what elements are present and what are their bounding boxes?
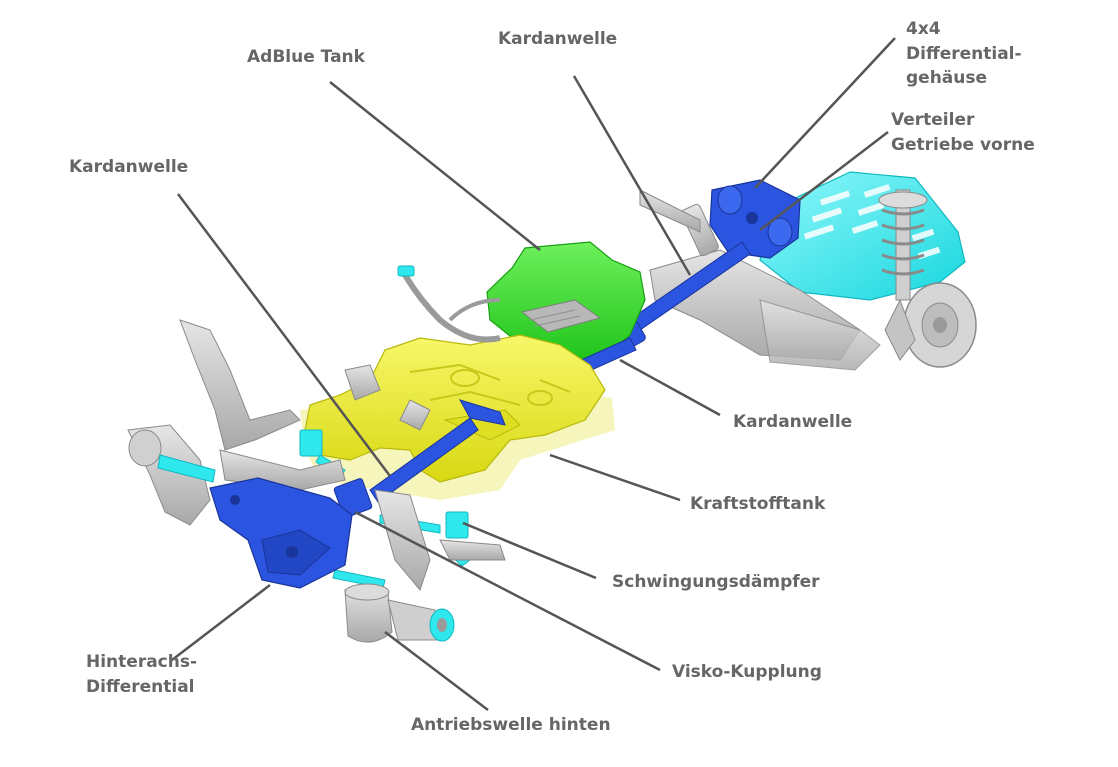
label-hinterachs-differential: Hinterachs- Differential (86, 650, 197, 699)
leader-schwingung (462, 521, 597, 580)
front-differential-housing (709, 179, 801, 259)
rear-subframe (179, 319, 506, 592)
leader-visko (354, 510, 661, 672)
label-verteiler-line2: Getriebe vorne (891, 134, 1035, 155)
rear-right-knuckle (344, 583, 455, 643)
leader-adblue (329, 81, 541, 251)
fuel-filler-pipe (402, 273, 501, 343)
leader-kraftstoff (549, 453, 681, 502)
leader-kardan-top (572, 75, 692, 276)
label-kardanwelle-right: Kardanwelle (733, 412, 853, 432)
label-kardanwelle-left: Kardanwelle (69, 157, 189, 177)
rear-left-knuckle (127, 424, 216, 526)
label-schwingungsdaempfer: Schwingungsdämpfer (612, 572, 820, 592)
leader-4x4-diff (754, 37, 896, 189)
leader-kardan-left (177, 193, 391, 477)
label-antriebswelle-hinten: Antriebswelle hinten (411, 715, 611, 735)
label-4x4-differential: 4x4 Differential- gehäuse (906, 17, 1022, 91)
label-verteiler-getriebe: Verteiler Getriebe vorne (891, 108, 1035, 157)
label-4x4-line1: 4x4 (906, 19, 941, 39)
label-verteiler-line1: Verteiler (891, 110, 975, 130)
label-hinterachs-line2: Differential (86, 676, 195, 697)
leader-antrieb (384, 631, 489, 711)
label-4x4-line2: Differential- (906, 43, 1022, 64)
label-kardanwelle-top: Kardanwelle (498, 29, 618, 49)
filler-cap (397, 265, 415, 277)
label-kraftstofftank: Kraftstofftank (690, 494, 826, 514)
leader-hinterachs (171, 584, 271, 661)
rear-differential (209, 477, 353, 589)
rear-propshaft (333, 399, 506, 518)
front-strut-spring (878, 189, 928, 301)
label-visko-kupplung: Visko-Kupplung (672, 662, 822, 682)
leader-verteiler (759, 131, 889, 231)
adblue-tank (486, 241, 646, 363)
label-4x4-line3: gehäuse (906, 68, 988, 89)
label-hinterachs-line1: Hinterachs- (86, 652, 198, 672)
label-adblue-tank: AdBlue Tank (247, 47, 365, 67)
front-brake-disc (884, 282, 977, 368)
leader-lines (171, 37, 896, 711)
leader-kardan-right (619, 358, 721, 417)
